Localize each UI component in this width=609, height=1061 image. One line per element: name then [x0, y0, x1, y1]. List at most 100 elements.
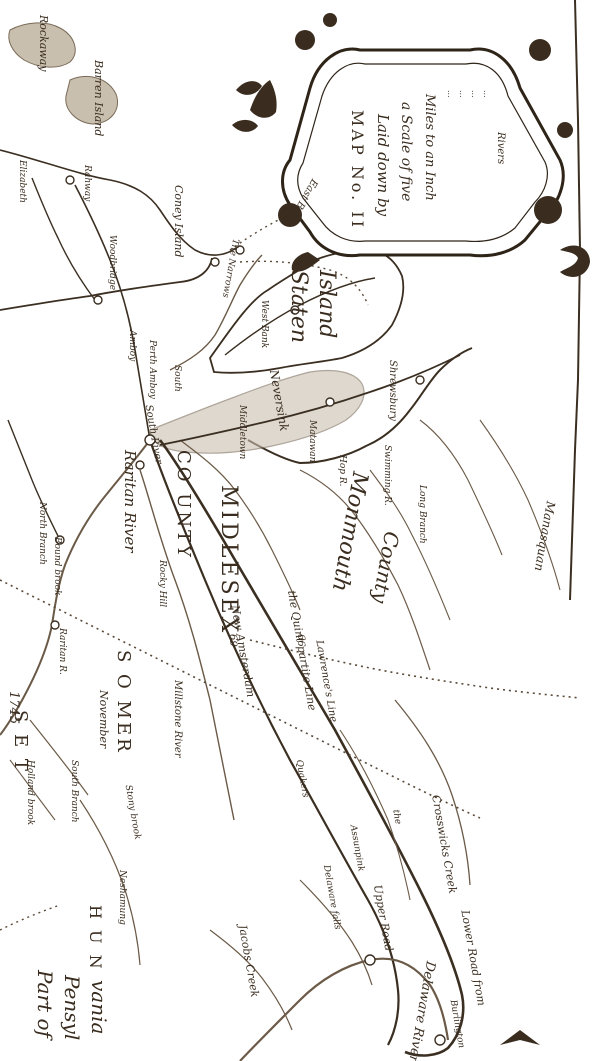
cartouche-note-5: Rivers — [495, 131, 506, 164]
delaware-river-label: Delaware River — [405, 959, 438, 1061]
assunpink-creek — [299, 879, 373, 986]
rockaway-marsh — [8, 22, 76, 68]
town-bound-brook — [55, 535, 65, 545]
cartouche — [232, 13, 590, 277]
long-island-shore — [0, 257, 213, 311]
west-bank-label: West Bank — [259, 300, 269, 348]
millstone-river — [139, 469, 235, 821]
town-markers — [50, 175, 446, 1046]
coney-rockaway-shore — [0, 149, 237, 256]
quintipartite-label: the Quint partite Line — [285, 589, 319, 712]
south-river-branch — [179, 439, 301, 611]
lower-road — [158, 439, 465, 1057]
south-branch-stream — [29, 719, 89, 796]
north-arrow — [500, 1030, 540, 1045]
town-new-brunswick — [135, 460, 145, 470]
cartouche-note-2: ... — [458, 90, 467, 98]
jacobs-creek — [209, 929, 293, 1031]
staten-island-coast — [209, 249, 405, 374]
swimming-river-label: Swimming R. — [382, 445, 392, 506]
middletown-label: Middletown — [237, 404, 247, 460]
town-middletown — [325, 397, 335, 407]
woodbridge-label: Woodbridge — [107, 235, 117, 290]
jacobs-creek-label: Jacobs Creek — [236, 922, 262, 999]
upper-road-label: Upper Road — [371, 884, 395, 952]
barren-island-label: Barren Island — [92, 59, 105, 136]
rahway-label: Rahway — [82, 164, 92, 202]
new-amsterdam-label: New Amsterdam — [228, 603, 257, 698]
ornament-swirl-right — [560, 245, 590, 277]
year-1745-label: 1745 — [6, 691, 21, 724]
scale-line-1: Laid down by — [374, 113, 392, 217]
cartouche-note-3: ... — [470, 90, 479, 98]
line-66-label: 66 — [295, 634, 306, 647]
ornament-scroll-1 — [295, 30, 315, 50]
town-perth-amboy — [144, 434, 156, 446]
sandy-hook-coast — [247, 347, 473, 465]
middletown-road — [159, 354, 461, 446]
town-rahway — [65, 175, 75, 185]
quaker-bridge-label: Quakers — [294, 759, 311, 799]
somerset-cont-label: S E T — [10, 710, 31, 774]
middlesex-label: MIDLESEX — [216, 485, 241, 635]
cartouche-ornaments — [232, 13, 590, 277]
town-coney — [235, 245, 245, 255]
ornament-scroll-3 — [278, 203, 302, 227]
raritan-r-label: Raritan R. — [57, 627, 67, 675]
part-of-label: Part of — [33, 969, 57, 1041]
holland-brook-label: Holland brook — [25, 759, 35, 825]
cartouche-inner-frame — [297, 62, 548, 243]
elizabeth-label: Elizabeth — [17, 159, 27, 203]
town-woodbridge — [93, 295, 103, 305]
raritan-bay-marsh — [149, 369, 365, 454]
coney-island-label: Coney Island — [172, 185, 185, 258]
scale-line-2: a Scale of five — [398, 102, 414, 201]
line-69-label: 69 — [227, 634, 238, 647]
ornament-leaf-2 — [232, 119, 258, 132]
perth-amboy-label: Perth Amboy — [147, 339, 157, 400]
hunterdon-line — [0, 904, 61, 931]
south-branch-label: South Branch — [69, 760, 79, 823]
east-bank-shoal — [229, 183, 357, 251]
woodbridge-road — [31, 177, 96, 301]
monmouth-creek-1 — [299, 469, 431, 671]
staten-island-label-2: Island — [314, 269, 339, 338]
holland-brook — [9, 759, 56, 821]
crosswicks-tributary — [339, 729, 411, 901]
millstone-river-label: Millstone River — [172, 679, 183, 759]
trenton-falls-label: Delaware falls — [321, 863, 342, 931]
north-branch-label: North Branch — [37, 501, 47, 565]
neshaminy-creek — [79, 799, 141, 966]
town-raritan — [50, 620, 60, 630]
matawan-label: Matawan — [307, 419, 317, 463]
crosswicks-creek — [394, 699, 471, 886]
november-label: November — [97, 689, 110, 749]
ornament-scroll-2 — [323, 13, 337, 27]
quintipartite-line — [249, 639, 581, 699]
raritan-river-label: Raritan River — [121, 449, 139, 553]
manasquan-label: Manasquan — [532, 499, 558, 572]
crosswicks-creek-label: the — [390, 809, 402, 825]
cartouche-note-4: ... — [482, 90, 491, 98]
ornament-crest — [250, 80, 277, 118]
ornament-scroll-5 — [529, 39, 551, 61]
amboy-elizabeth-road — [74, 184, 151, 441]
town-staten — [290, 305, 300, 315]
cartouche-note-1: ... — [446, 90, 455, 98]
lower-road-label: Lower Road from — [458, 908, 488, 1007]
scale-line-3: Miles to an Inch — [422, 93, 437, 201]
monmouth-creek-2 — [369, 469, 451, 621]
north-arrow-icon — [500, 1030, 540, 1045]
hop-river-label: Hop R. — [337, 454, 347, 487]
ornament-leaf-1 — [236, 81, 262, 95]
south-amboy-label: South — [172, 365, 182, 392]
ornament-swirl-left — [291, 252, 320, 272]
staten-road — [224, 277, 376, 356]
rocky-hill-label: Rocky Hill — [157, 559, 167, 607]
town-shrewsbury — [415, 375, 425, 385]
assunpink-label: Assunpink — [348, 823, 366, 872]
pensyl-label: Pensyl — [60, 974, 84, 1040]
amboy-point-label: Amboy — [127, 329, 137, 362]
long-branch-label: Long Branch — [417, 484, 427, 544]
